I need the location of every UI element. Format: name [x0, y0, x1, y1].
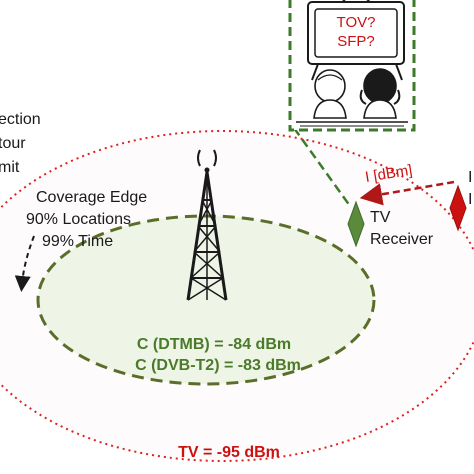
inset-connector-line [292, 127, 352, 207]
green-diamond-icon [347, 200, 365, 248]
dvb-label: C (DVB-T2) = -83 dBm [135, 357, 301, 374]
dtmb-label: C (DTMB) = -84 dBm [137, 336, 291, 353]
receiver-line2: Receiver [370, 231, 434, 248]
coverage-edge-arrow [14, 235, 35, 292]
coverage-edge-line2: 90% Locations [26, 211, 131, 228]
receiver-line1: TV [370, 209, 391, 226]
coverage-area [36, 214, 376, 386]
transmission-tower-icon [186, 149, 228, 301]
contour-fragment-1: ection [0, 111, 41, 128]
right-fragment-1: I [468, 169, 472, 186]
red-diamond-icon [449, 184, 467, 232]
tv-inset: TOV? SFP? [288, 0, 416, 132]
tv-watchers-icon [296, 0, 408, 127]
contour-fragment-2: tour [0, 135, 26, 152]
coverage-edge-line1: Coverage Edge [36, 189, 147, 206]
inset-text-sfp: SFP? [337, 33, 375, 50]
contour-fragment-3: mit [0, 159, 20, 176]
interference-arrow [359, 180, 455, 206]
right-fragment-2: I [468, 191, 472, 208]
tv-threshold-label: TV = -95 dBm [178, 444, 280, 461]
coverage-edge-line3: 99% Time [42, 233, 113, 250]
inset-text-tov: TOV? [337, 14, 376, 31]
